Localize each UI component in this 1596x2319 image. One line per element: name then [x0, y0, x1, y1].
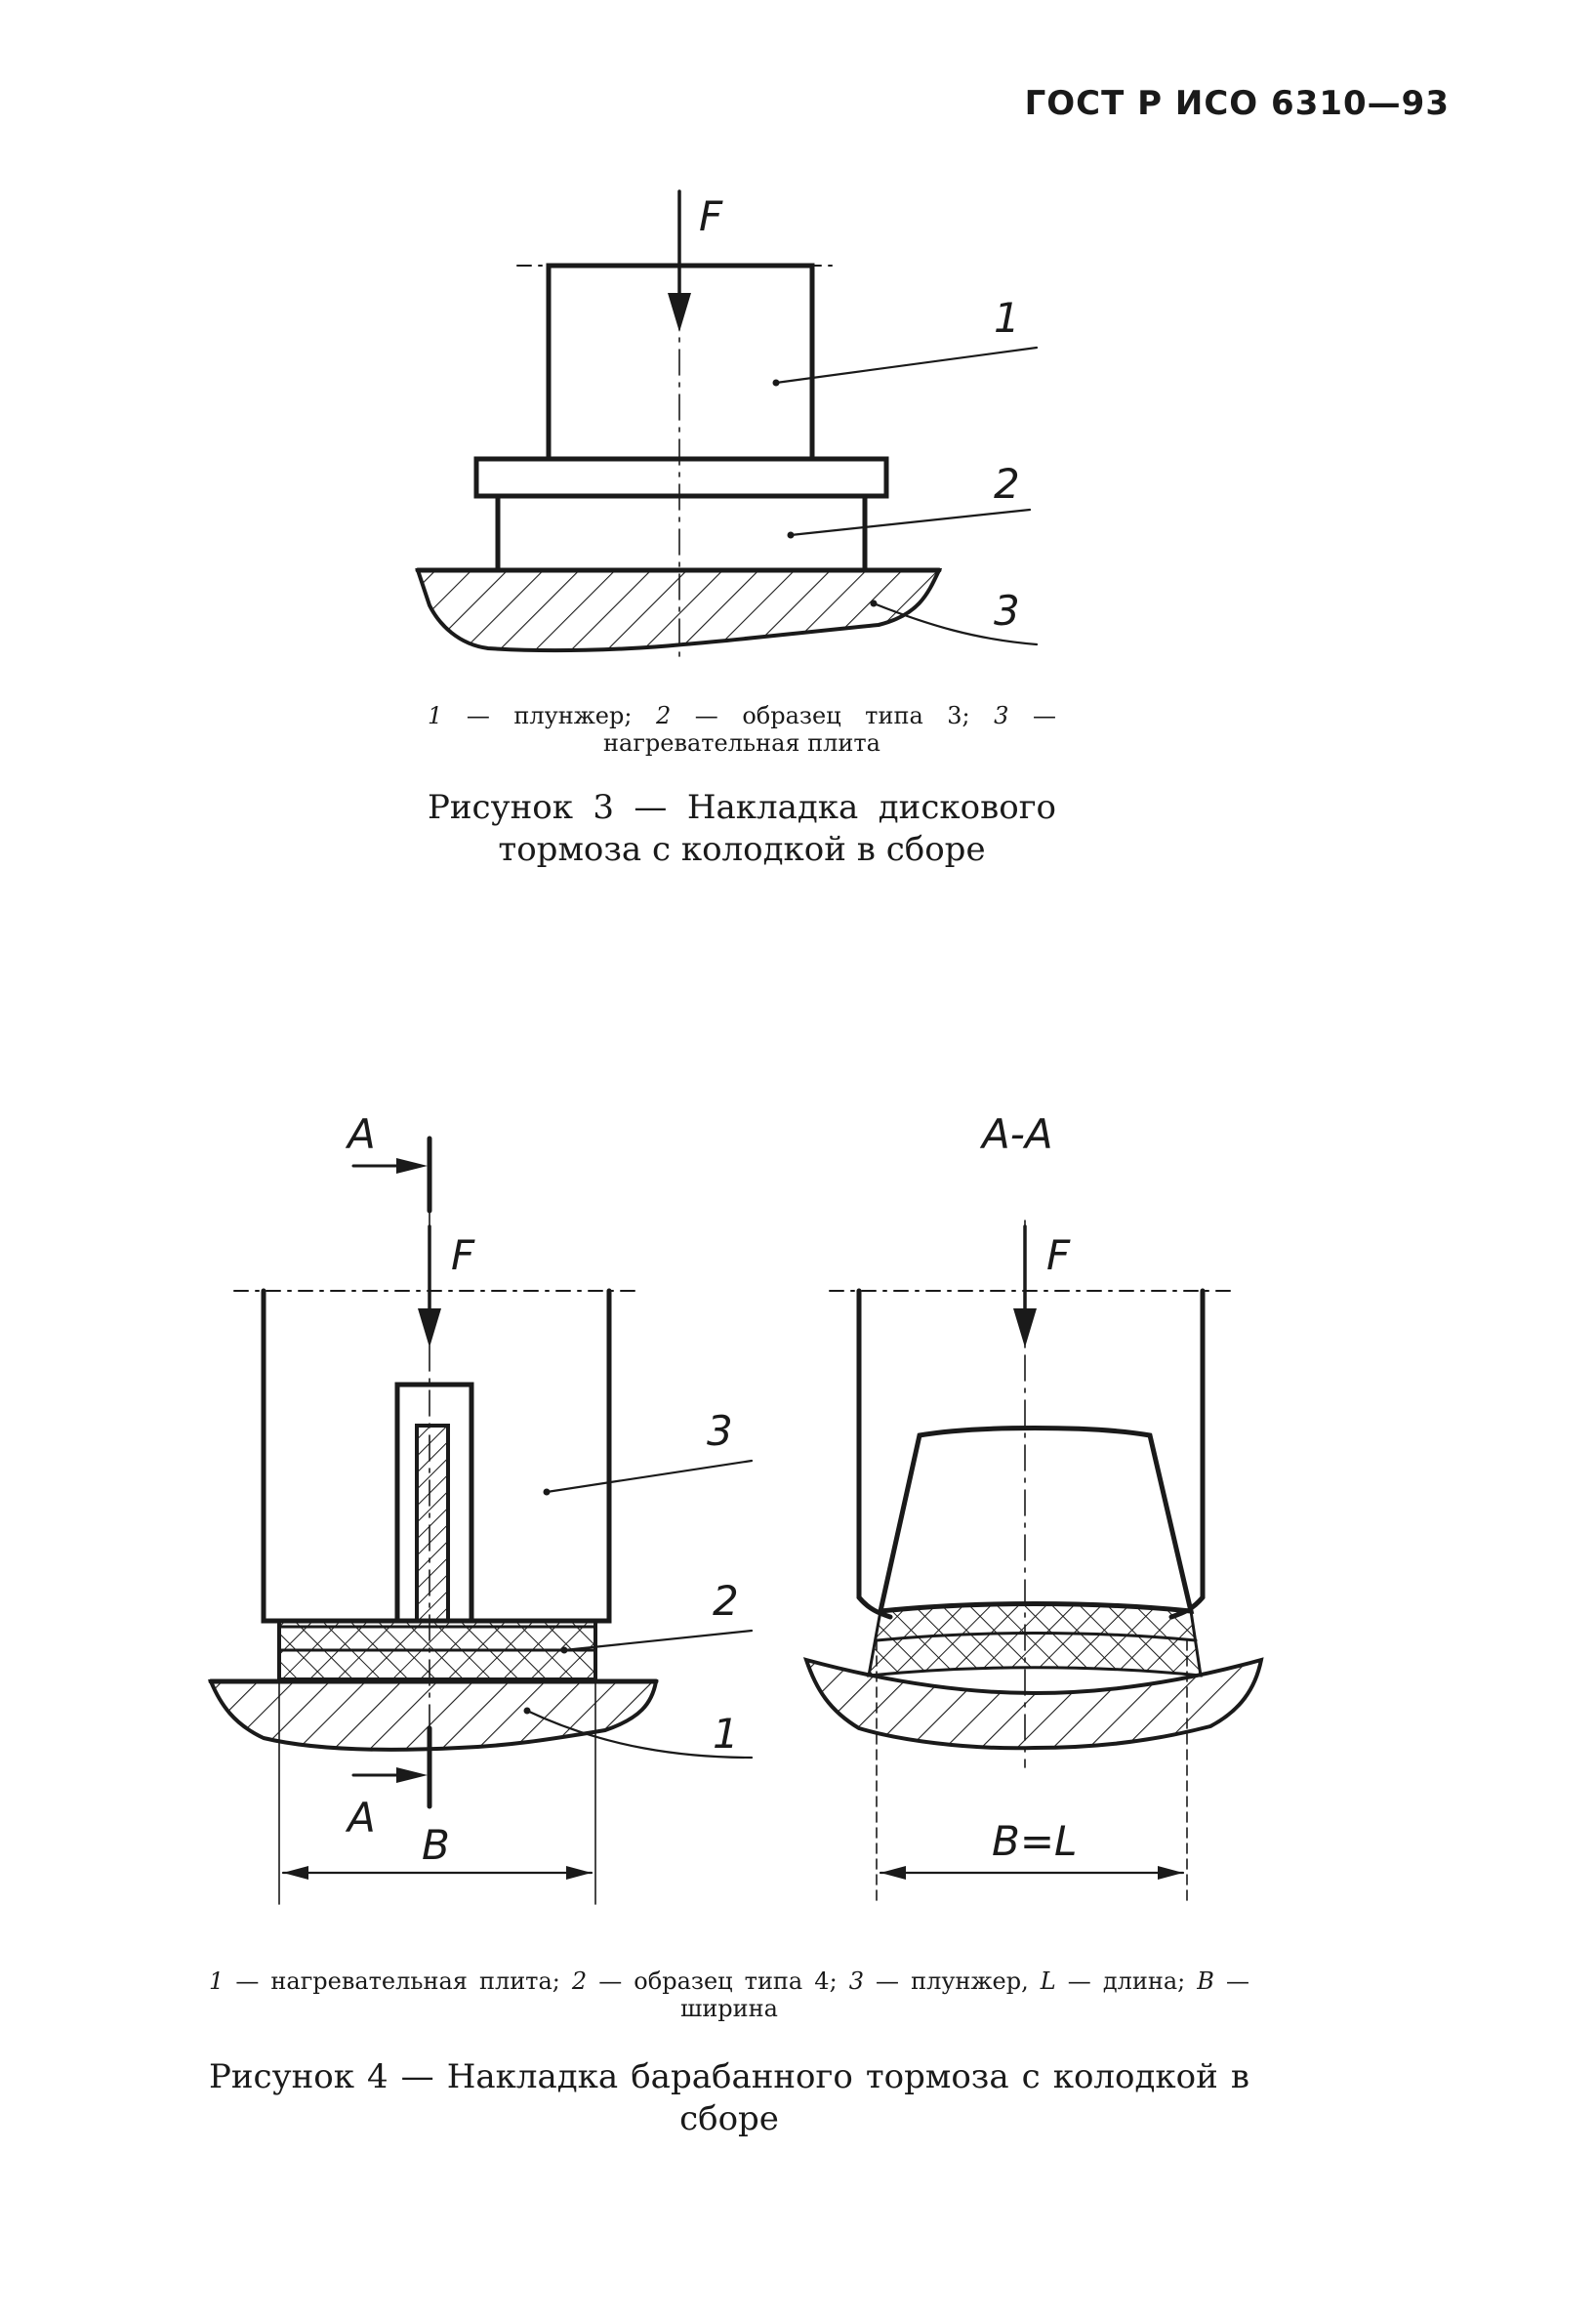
figure-3-caption: Рисунок 3 — Накладка дискового тормоза с… — [428, 788, 1056, 869]
page-header-code: ГОСТ Р ИСО 6310—93 — [1024, 84, 1450, 123]
heating-plate-left — [207, 1679, 659, 1752]
heating-plate-section — [415, 568, 943, 653]
leader-3-fig4 — [545, 1459, 754, 1494]
brake-shoe — [877, 1426, 1195, 1614]
figure-3-drawing: F 1 2 3 — [415, 189, 1039, 657]
force-label: F — [699, 192, 723, 240]
specimen-type-4-right — [867, 1602, 1203, 1677]
force-label-right: F — [1046, 1231, 1071, 1279]
leader-1-fig4 — [525, 1709, 754, 1760]
part-2-label-fig4: 2 — [713, 1577, 739, 1625]
heating-plate-right — [802, 1657, 1264, 1751]
shoe-web — [415, 1424, 450, 1623]
figure-4-drawing: A F 3 2 1 A B A-A F B=L — [207, 1110, 1264, 1905]
figure-3-legend: 1 — плунжер; 2 — образец типа 3; 3 — наг… — [428, 702, 1056, 757]
section-a-bottom-label: A — [345, 1794, 376, 1842]
section-title-aa: A-A — [979, 1110, 1053, 1158]
leader-2-fig4 — [562, 1629, 754, 1652]
figure-4-caption: Рисунок 4 — Накладка барабанного тормоза… — [209, 2057, 1249, 2138]
part-2-label: 2 — [994, 460, 1020, 508]
part-3-label-fig4: 3 — [707, 1407, 733, 1455]
part-1-label: 1 — [994, 294, 1020, 342]
width-label-b: B — [422, 1821, 450, 1869]
leader-3 — [872, 601, 1039, 646]
leader-2 — [789, 508, 1032, 537]
leader-1 — [774, 346, 1039, 385]
force-label-left: F — [451, 1231, 475, 1279]
figure-4-legend: 1 — нагревательная плита; 2 — образец ти… — [209, 1967, 1249, 2022]
part-3-label: 3 — [994, 587, 1020, 635]
section-a-top-label: A — [345, 1110, 376, 1158]
width-label-bl: B=L — [992, 1817, 1077, 1865]
part-1-label-fig4: 1 — [713, 1710, 739, 1758]
flange-plate — [473, 456, 889, 499]
